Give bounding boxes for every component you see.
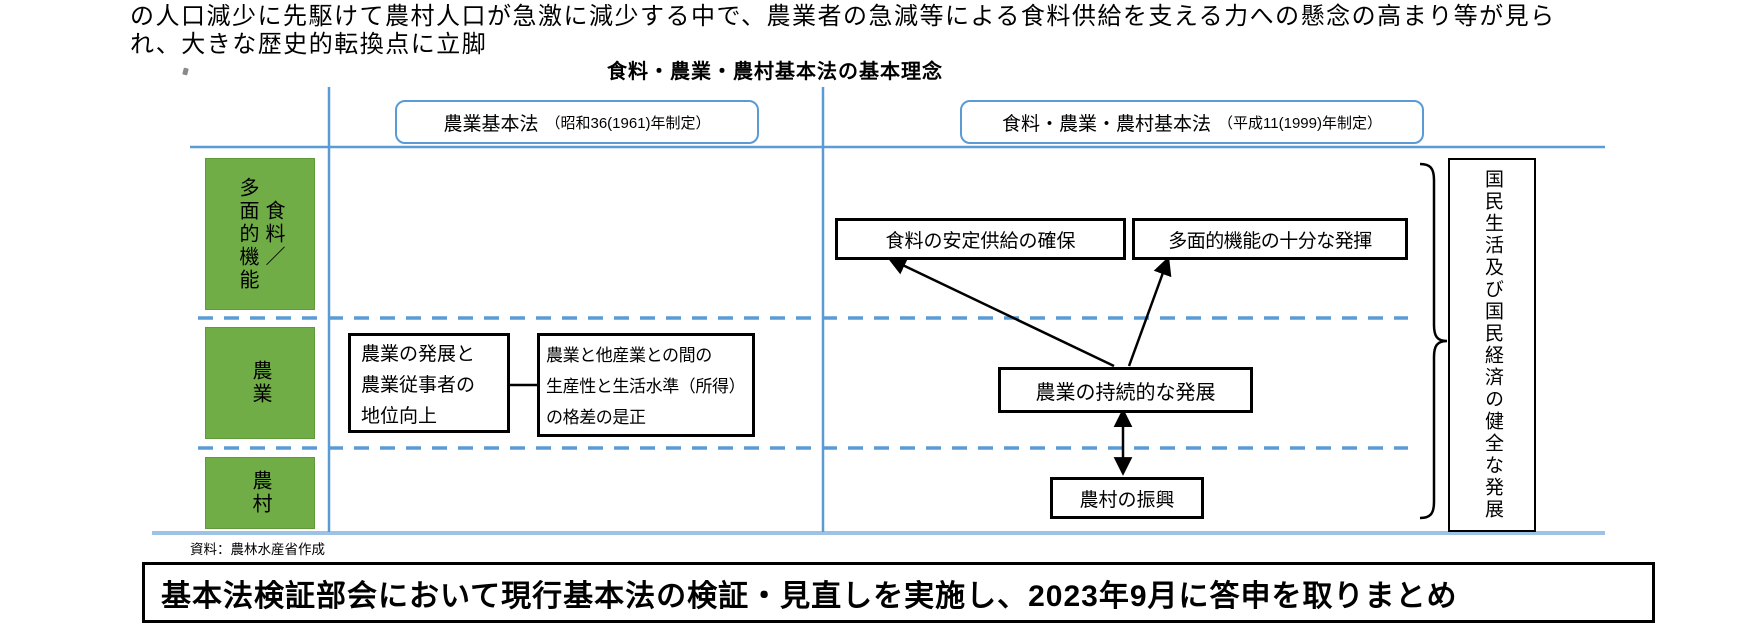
box-sustainable-agriculture: 農業の持続的な発展 — [998, 367, 1253, 413]
box-multifunction: 多面的機能の十分な発揮 — [1132, 218, 1408, 260]
gap-correction-line1: 農業と他産業との間の — [546, 346, 712, 365]
new-law-header: 食料・農業・農村基本法 （平成11(1999)年制定） — [960, 100, 1424, 144]
arrow-to-food-supply — [887, 257, 1115, 368]
source-note: 資料：農林水産省作成 — [190, 542, 325, 557]
agri-development-line3: 地位向上 — [361, 406, 438, 427]
gap-correction-line3: の格差の是正 — [546, 408, 646, 427]
agri-development-line2: 農業従事者の — [361, 375, 476, 396]
brace — [1419, 162, 1448, 520]
box-agri-development: 農業の発展と 農業従事者の 地位向上 — [348, 333, 510, 433]
box-food-supply: 食料の安定供給の確保 — [835, 218, 1126, 260]
old-law-note: （昭和36(1961)年制定） — [545, 114, 711, 132]
old-law-header: 農業基本法 （昭和36(1961)年制定） — [395, 100, 759, 144]
arrow-to-multifunction — [1127, 256, 1172, 367]
stray-mark — [182, 67, 189, 76]
intro-text: の人口減少に先駆けて農村人口が急激に減少する中で、農業者の急減等による食料供給を… — [130, 3, 1556, 58]
new-law-note: （平成11(1999)年制定） — [1218, 114, 1382, 132]
page-title: 食料・農業・農村基本法の基本理念 — [607, 61, 943, 83]
old-law-name: 農業基本法 — [443, 113, 539, 135]
row-label-food: 食料／ — [262, 199, 284, 269]
agri-development-line1: 農業の発展と — [361, 344, 476, 365]
row-label-multifunction: 多面的機能 — [236, 176, 258, 292]
national-development-text: 国民生活及び国民経済の健全な発展 — [1482, 169, 1503, 521]
row-label-agriculture: 農業 — [205, 327, 315, 439]
box-gap-correction: 農業と他産業との間の 生産性と生活水準（所得） の格差の是正 — [537, 333, 755, 437]
row-label-rural-text: 農村 — [249, 470, 271, 516]
banner: 基本法検証部会において現行基本法の検証・見直しを実施し、2023年9月に答申を取… — [142, 562, 1655, 623]
row-label-agriculture-text: 農業 — [249, 360, 271, 406]
gap-correction-line2: 生産性と生活水準（所得） — [546, 377, 746, 396]
banner-text: 基本法検証部会において現行基本法の検証・見直しを実施し、2023年9月に答申を取… — [161, 579, 1458, 613]
row-label-food-multifunction: 食料／ 多面的機能 — [205, 158, 315, 310]
row-label-rural: 農村 — [205, 457, 315, 529]
box-national-development: 国民生活及び国民経済の健全な発展 — [1448, 158, 1536, 532]
box-rural-promotion: 農村の振興 — [1050, 477, 1204, 519]
new-law-name: 食料・農業・農村基本法 — [1002, 113, 1212, 135]
